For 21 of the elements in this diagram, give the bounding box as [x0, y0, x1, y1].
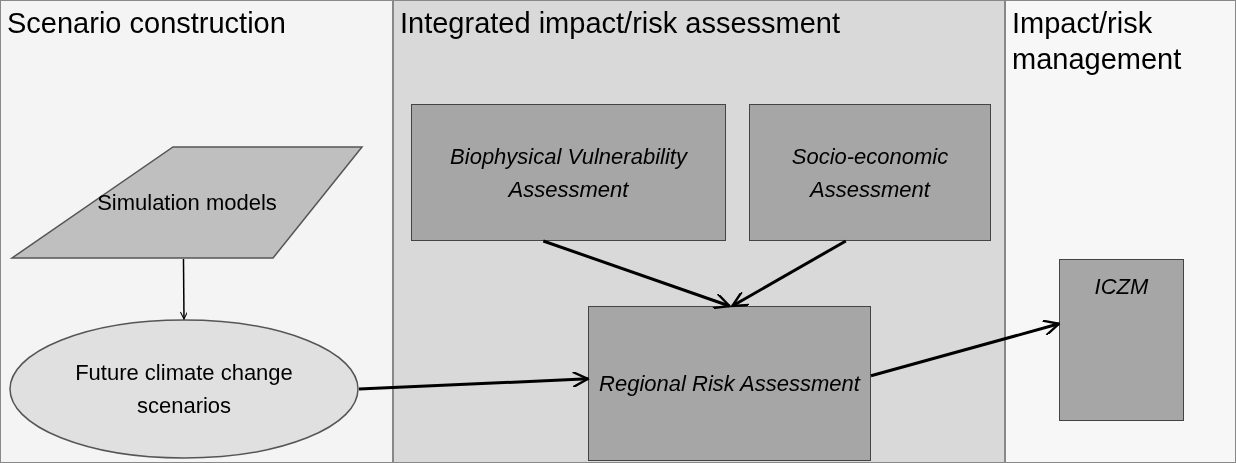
panel-heading: Scenario construction	[7, 6, 287, 41]
panel-heading: Impact/risk management	[1012, 6, 1183, 78]
process-box	[411, 104, 726, 241]
stage-panel	[0, 0, 393, 463]
node-label: Regional Risk Assessment	[599, 370, 860, 398]
node-label: Socio-economic Assessment	[790, 142, 950, 204]
stage-panel	[1005, 0, 1236, 463]
process-box	[588, 306, 871, 461]
arrow	[731, 239, 847, 308]
arrow	[358, 370, 590, 391]
node-label: Future climate change scenarios	[74, 359, 294, 420]
arrow	[179, 258, 188, 320]
node-label: Simulation models	[97, 189, 277, 217]
process-box	[1059, 259, 1184, 421]
panel-heading: Integrated impact/risk assessment	[400, 6, 841, 41]
arrow	[542, 239, 731, 310]
arrow	[870, 319, 1061, 378]
stage-panel	[393, 0, 1005, 463]
process-box	[749, 104, 991, 241]
node-label: Biophysical Vulnerability Assessment	[449, 142, 689, 204]
node-label: ICZM	[1094, 273, 1149, 301]
